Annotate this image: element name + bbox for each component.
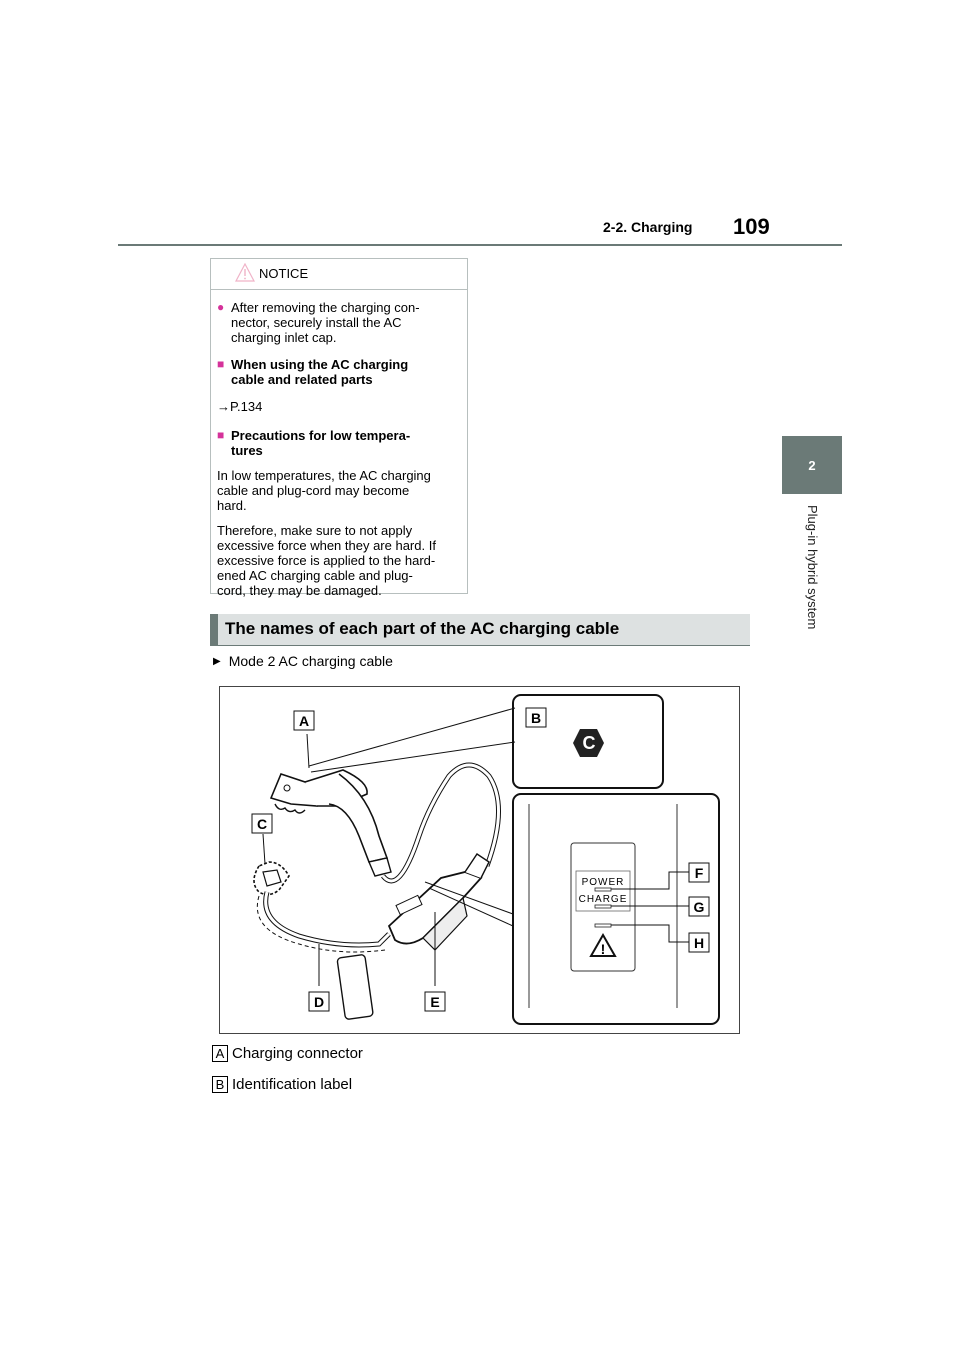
warning-mark: ! [601, 941, 606, 957]
notice-heading-2: ■ Precautions for low tempera- tures [217, 428, 461, 458]
cable-drawing [253, 762, 501, 1020]
legend-key: A [212, 1045, 228, 1062]
chapter-tab[interactable]: 2 [782, 436, 842, 494]
label-g: G [688, 896, 710, 917]
square-bullet-icon: ■ [217, 357, 225, 371]
notice-heading-1-text: When using the AC charging cable and rel… [231, 357, 409, 387]
svg-text:G: G [694, 899, 705, 915]
notice-bullet: ● After removing the charging con- necto… [217, 300, 461, 345]
label-h: H [688, 932, 710, 953]
notice-paragraph-1: In low temperatures, the AC charging cab… [217, 468, 431, 513]
svg-text:B: B [531, 710, 541, 726]
label-c: C [251, 813, 273, 834]
section-heading: The names of each part of the AC chargin… [210, 614, 750, 646]
notice-paragraph-2: Therefore, make sure to not apply excess… [217, 523, 436, 598]
page-number: 109 [733, 214, 770, 239]
warning-indicator-icon [589, 932, 617, 957]
svg-text:A: A [299, 713, 309, 729]
notice-body: ● After removing the charging con- necto… [211, 300, 467, 598]
triangle-bullet-icon: ▶ [213, 655, 221, 667]
notice-heading-1: ■ When using the AC charging cable and r… [217, 357, 461, 387]
power-indicator-label: POWER [582, 877, 625, 888]
label-d: D [308, 991, 330, 1012]
circle-bullet-icon: ● [217, 300, 225, 314]
svg-text:F: F [695, 865, 704, 881]
notice-title: NOTICE [259, 266, 309, 281]
legend-item-b: B Identification label [212, 1076, 352, 1093]
label-f: F [688, 862, 710, 883]
legend-key: B [212, 1076, 228, 1093]
notice-heading-2-text: Precautions for low tempera- tures [231, 428, 411, 458]
badge-hexagon-icon: C [573, 729, 604, 757]
legend-text: Charging connector [232, 1045, 363, 1062]
badge-letter: C [583, 733, 596, 753]
notice-box: NOTICE ● After removing the charging con… [210, 258, 468, 598]
notice-bullet-text: After removing the charging con- nector,… [231, 300, 420, 345]
warning-triangle-icon [235, 263, 255, 282]
chapter-title: Plug-in hybrid system [805, 505, 820, 630]
charging-cable-illustration: C POWER CHARGE ! [219, 686, 740, 1034]
charge-indicator-label: CHARGE [579, 894, 628, 905]
notice-page-reference[interactable]: →P.134 [217, 399, 263, 414]
svg-text:E: E [430, 994, 439, 1010]
notice-header: NOTICE [211, 259, 467, 290]
legend-text: Identification label [232, 1076, 353, 1093]
label-b: B [525, 707, 547, 728]
svg-text:C: C [257, 816, 267, 832]
legend-item-a: A Charging connector [212, 1045, 363, 1062]
svg-text:D: D [314, 994, 324, 1010]
square-bullet-icon: ■ [217, 428, 225, 442]
svg-text:H: H [694, 935, 704, 951]
mode-line-text: Mode 2 AC charging cable [228, 653, 393, 669]
header-divider [118, 244, 842, 246]
label-a: A [293, 710, 315, 731]
label-e: E [424, 991, 446, 1012]
mode-line: ▶ Mode 2 AC charging cable [213, 653, 393, 669]
section-title-header: 2-2. Charging [603, 219, 693, 235]
section-heading-text: The names of each part of the AC chargin… [225, 619, 620, 638]
